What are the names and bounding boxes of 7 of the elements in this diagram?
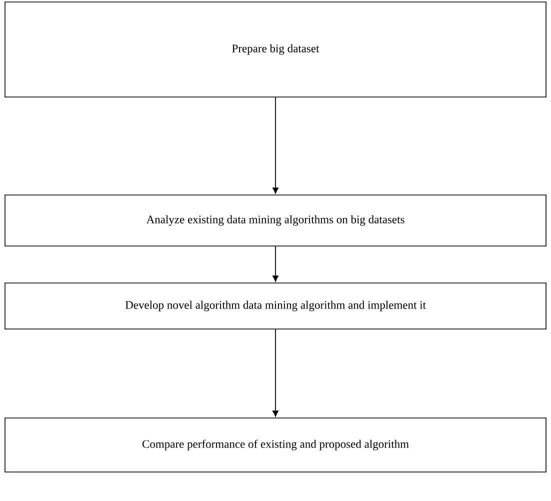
arrow — [272, 246, 279, 282]
process-box: Develop novel algorithm data mining algorithm and implement it — [4, 282, 546, 330]
process-box: Compare performance of existing and proposed algorithm — [4, 418, 546, 472]
arrow — [272, 96, 279, 194]
arrow — [272, 328, 279, 417]
process-box: Analyze existing data mining algorithms on big datasets — [4, 194, 546, 246]
process-box: Prepare big dataset — [4, 2, 546, 98]
